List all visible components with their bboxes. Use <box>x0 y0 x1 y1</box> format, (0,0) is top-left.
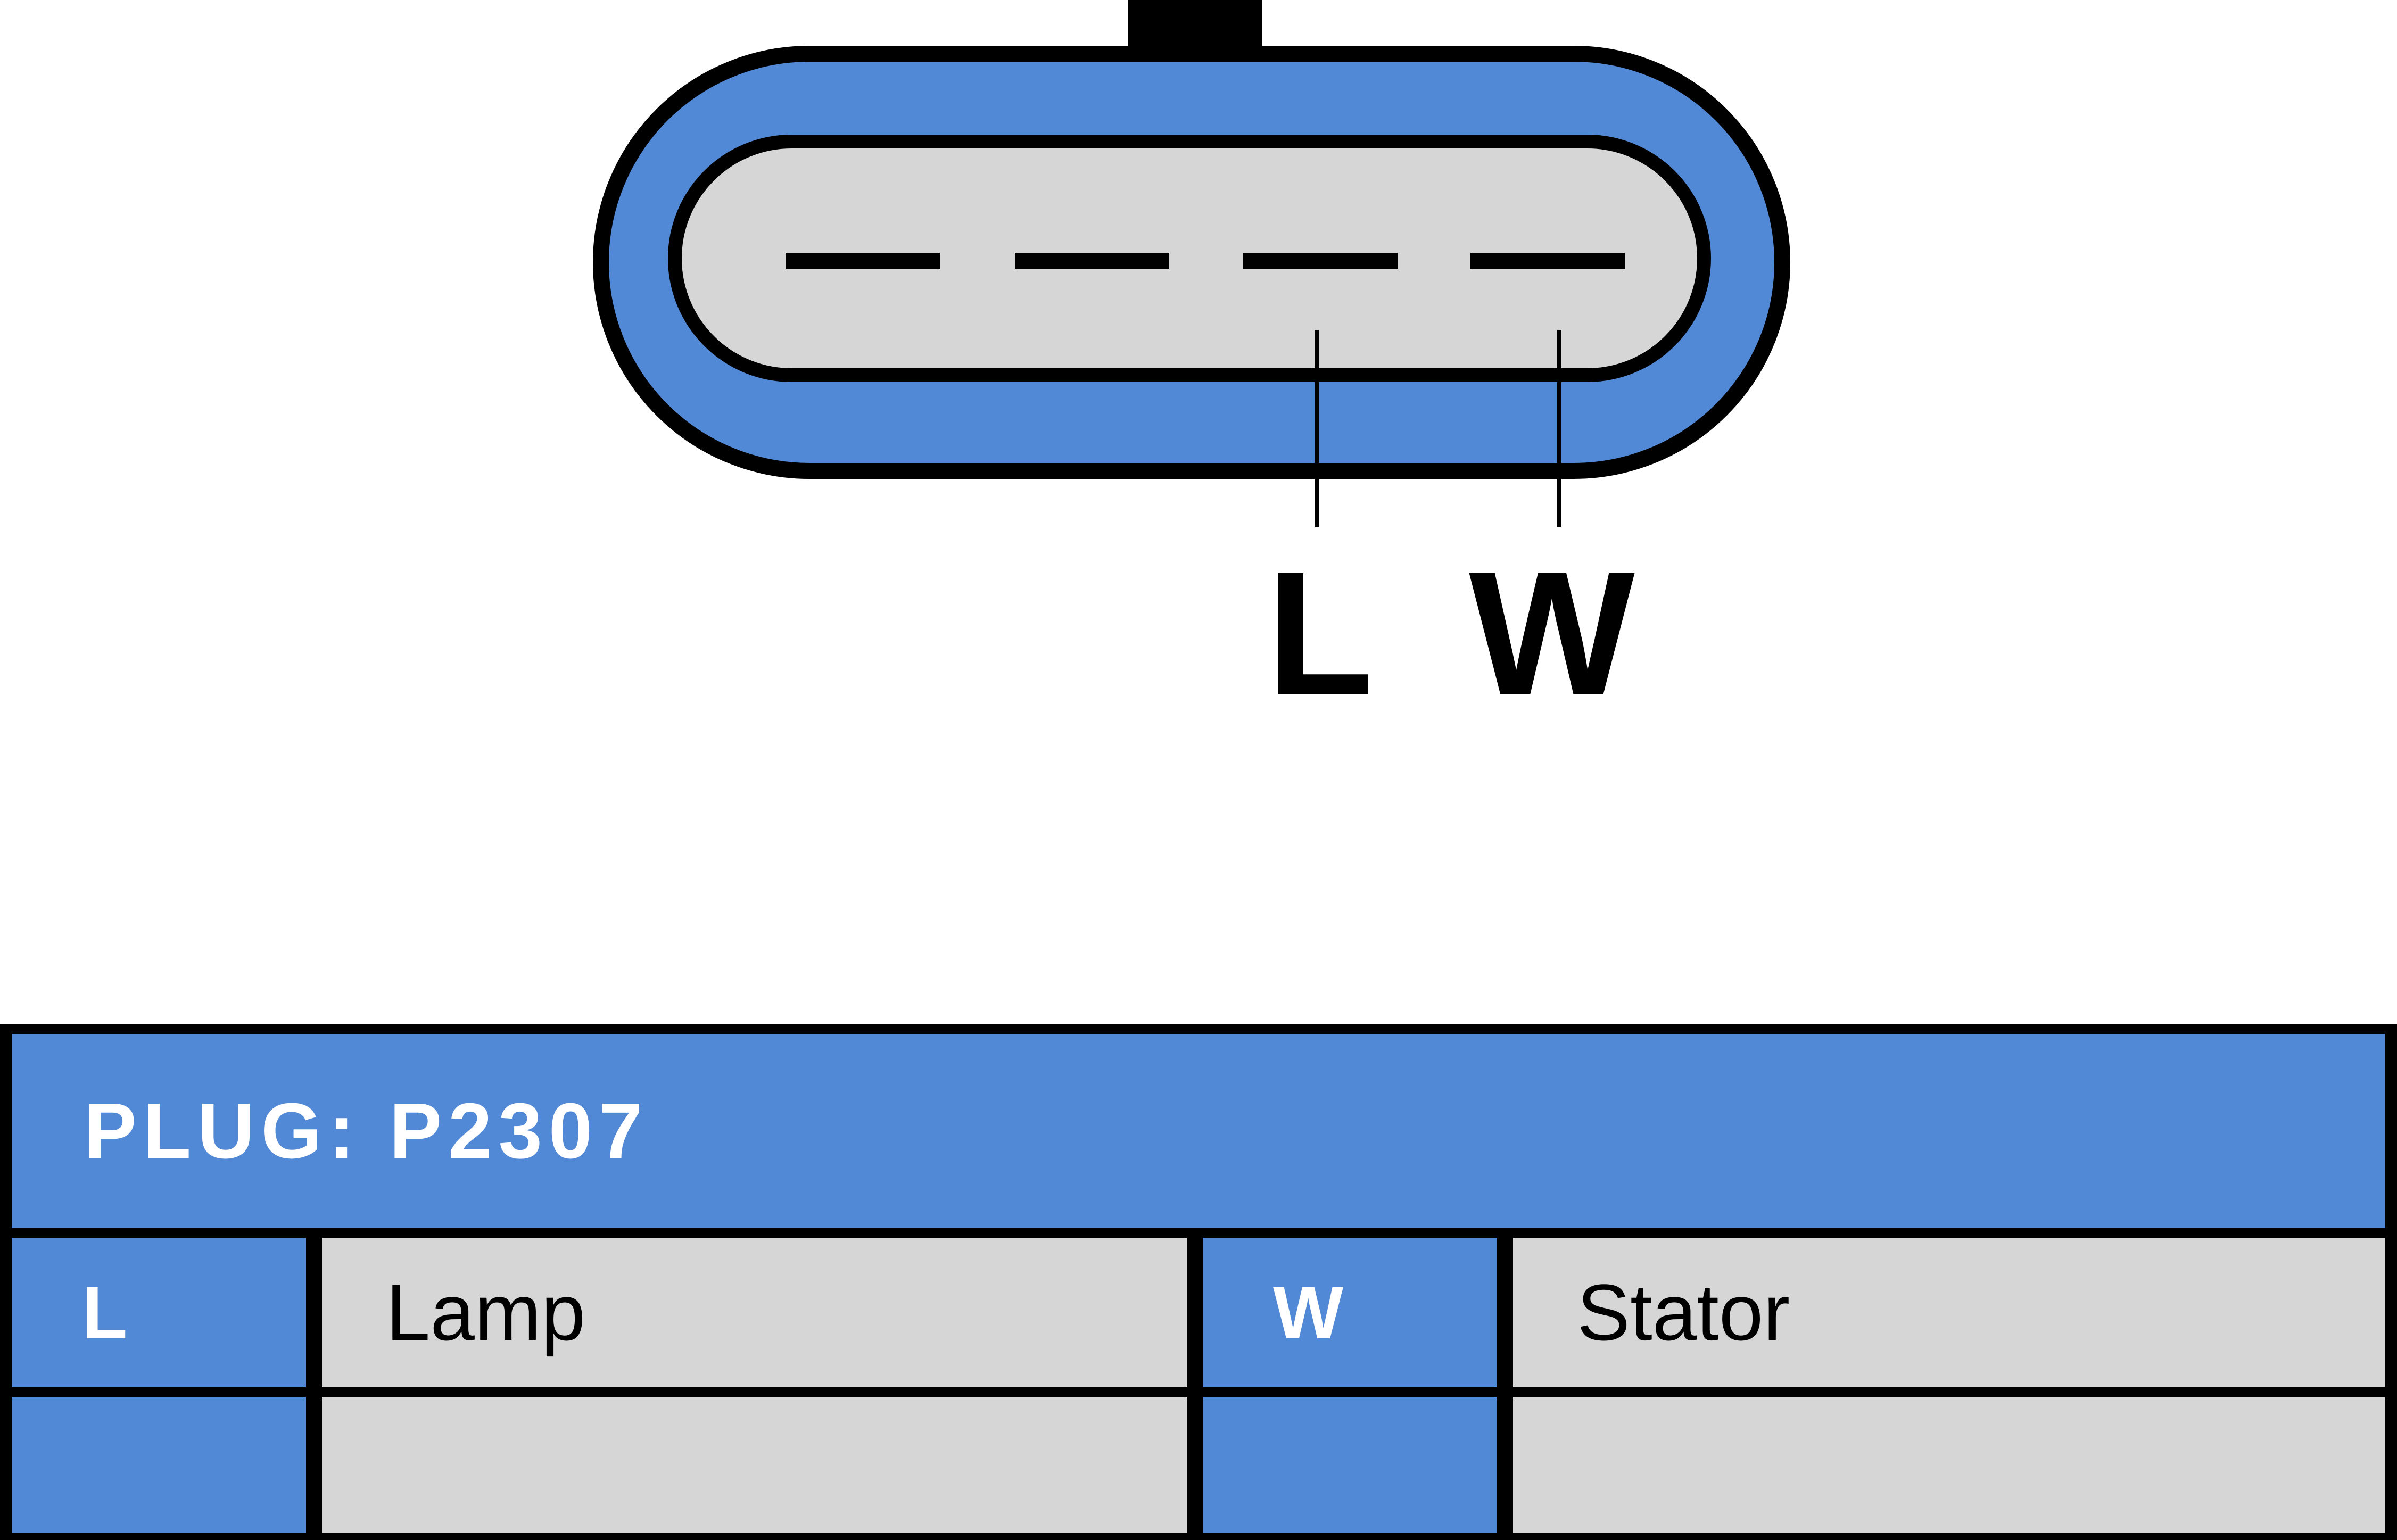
terminal-slot-4 <box>1470 253 1625 269</box>
empty-pin-cell <box>12 1397 306 1533</box>
pin-description-cell-stator: Stator <box>1513 1238 2385 1387</box>
plug-table-header: PLUG: P2307 <box>12 1034 2385 1228</box>
empty-pin-cell <box>1203 1397 1497 1533</box>
pin-leader-line-l <box>1315 330 1319 527</box>
plug-legend-table: PLUG: P2307 L Lamp W Stator <box>0 1024 2397 1540</box>
pin-cell-w: W <box>1203 1238 1497 1387</box>
terminal-slot-3 <box>1243 253 1398 269</box>
pin-description-cell-lamp: Lamp <box>322 1238 1187 1387</box>
terminal-slot-2 <box>1015 253 1169 269</box>
pin-leader-line-w <box>1557 330 1561 527</box>
empty-description-cell <box>322 1397 1187 1533</box>
pin-cell-l: L <box>12 1238 306 1387</box>
pin-label-l: L <box>1266 535 1374 731</box>
empty-description-cell <box>1513 1397 2385 1533</box>
pin-label-w: W <box>1469 535 1635 731</box>
terminal-slot-1 <box>786 253 940 269</box>
